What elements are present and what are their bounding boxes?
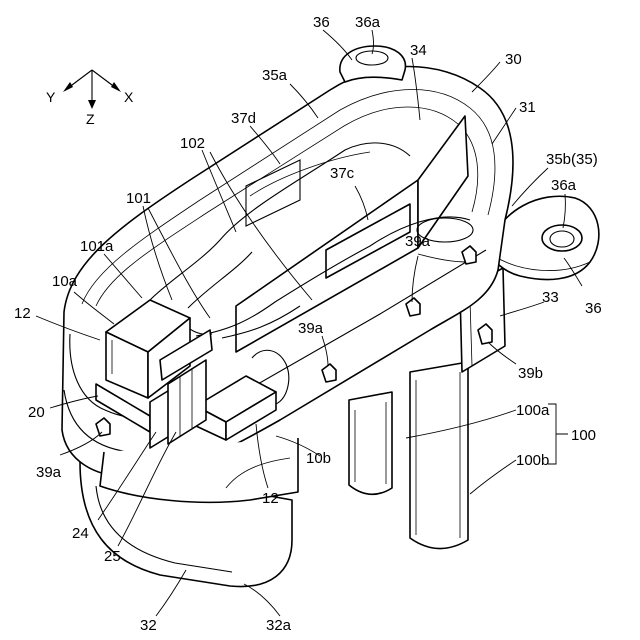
label-20: 20 (28, 404, 45, 421)
label-33: 33 (542, 289, 559, 306)
label-100a: 100a (516, 402, 550, 419)
axis-x-label: X (124, 89, 134, 105)
label-39a-left: 39a (36, 464, 62, 481)
label-101a: 101a (80, 238, 114, 255)
label-32a: 32a (266, 617, 292, 634)
axis-z-label: Z (86, 111, 95, 127)
label-25: 25 (104, 548, 121, 565)
label-35a: 35a (262, 67, 288, 84)
label-100: 100 (571, 427, 596, 444)
label-36a-right: 36a (551, 177, 577, 194)
label-39a-right: 39a (405, 233, 431, 250)
label-31: 31 (519, 99, 536, 116)
label-37c: 37c (330, 165, 355, 182)
label-39b: 39b (518, 365, 543, 382)
label-35b: 35b(35) (546, 151, 598, 168)
label-36a-top: 36a (355, 14, 381, 31)
terminal-100a (349, 392, 392, 494)
label-12-bottom: 12 (262, 490, 279, 507)
label-34: 34 (410, 42, 427, 59)
label-24: 24 (72, 525, 89, 542)
terminal-100b (410, 362, 468, 549)
terminal-cylinders (349, 362, 468, 549)
label-30: 30 (505, 51, 522, 68)
label-10b: 10b (306, 450, 331, 467)
label-12-left: 12 (14, 305, 31, 322)
label-101: 101 (126, 190, 151, 207)
label-100b: 100b (516, 452, 549, 469)
label-37d: 37d (231, 110, 256, 127)
axis-y-label: Y (46, 89, 56, 105)
label-36-right: 36 (585, 300, 602, 317)
axis-indicator: Y X Z (46, 70, 134, 127)
label-32: 32 (140, 617, 157, 634)
label-102: 102 (180, 135, 205, 152)
label-10a: 10a (52, 273, 78, 290)
label-36-top: 36 (313, 14, 330, 31)
label-39a-mid: 39a (298, 320, 324, 337)
